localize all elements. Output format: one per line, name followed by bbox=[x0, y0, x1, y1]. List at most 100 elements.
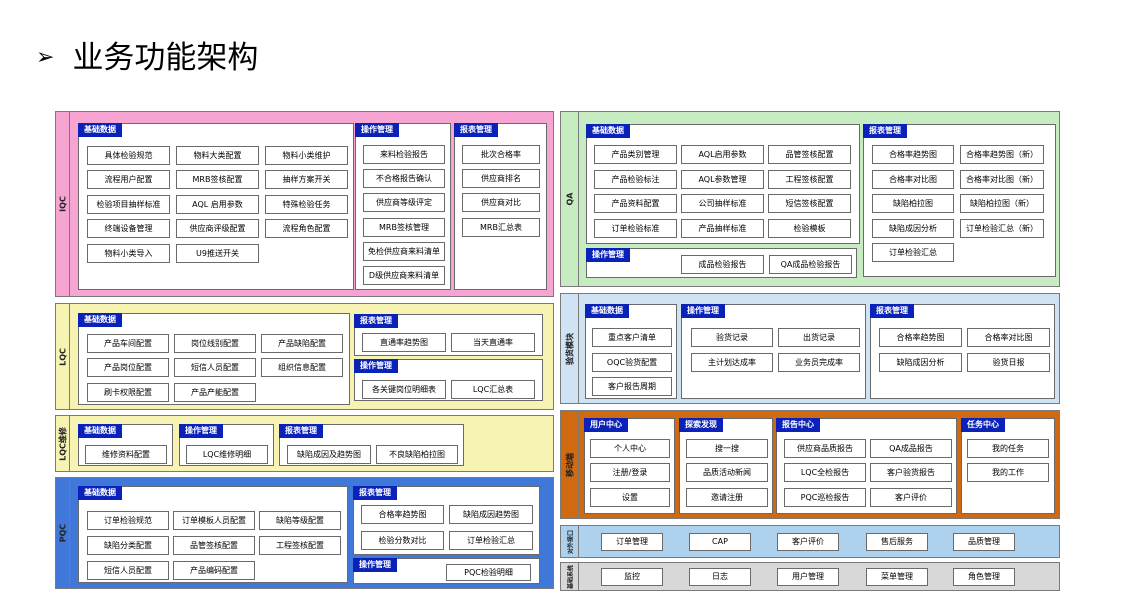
item[interactable]: 抽样方案开关 bbox=[265, 170, 348, 189]
item[interactable]: 售后服务 bbox=[866, 533, 928, 551]
item[interactable]: PQC巡检报告 bbox=[784, 488, 866, 507]
item[interactable]: 设置 bbox=[590, 488, 670, 507]
item[interactable]: 岗位线别配置 bbox=[174, 334, 256, 353]
item[interactable]: 验货日报 bbox=[967, 353, 1050, 372]
item[interactable]: 流程角色配置 bbox=[265, 219, 348, 238]
item[interactable]: OQC验货配置 bbox=[592, 353, 672, 372]
item[interactable]: 邀请注册 bbox=[686, 488, 768, 507]
item[interactable]: 合格率趋势图 bbox=[872, 145, 954, 164]
item[interactable]: 直通率趋势图 bbox=[362, 333, 446, 352]
item[interactable]: 具体检验规范 bbox=[87, 146, 170, 165]
item[interactable]: 订单检验汇总 bbox=[872, 243, 954, 262]
item[interactable]: 缺陷成因及趋势图 bbox=[287, 445, 371, 464]
item[interactable]: 合格率趋势图（新） bbox=[960, 145, 1044, 164]
item[interactable]: 订单检验规范 bbox=[87, 511, 169, 530]
item[interactable]: 订单检验标准 bbox=[594, 219, 677, 238]
item[interactable]: 个人中心 bbox=[590, 439, 670, 458]
item[interactable]: AQL 启用参数 bbox=[176, 195, 259, 214]
item[interactable]: 维修资料配置 bbox=[85, 445, 167, 464]
item[interactable]: 各关键岗位明细表 bbox=[362, 380, 446, 399]
item[interactable]: 合格率对比图（新） bbox=[960, 170, 1044, 189]
item[interactable]: 刷卡权限配置 bbox=[87, 383, 169, 402]
item[interactable]: 短信人员配置 bbox=[174, 358, 256, 377]
item[interactable]: 检验分数对比 bbox=[361, 531, 444, 550]
item[interactable]: MRB汇总表 bbox=[462, 218, 540, 237]
item[interactable]: AQL参数管理 bbox=[681, 170, 764, 189]
item[interactable]: 组织信息配置 bbox=[261, 358, 343, 377]
item[interactable]: 批次合格率 bbox=[462, 145, 540, 164]
item[interactable]: 缺陷成因分析 bbox=[872, 219, 954, 238]
item[interactable]: LQC全检报告 bbox=[784, 463, 866, 482]
item[interactable]: 供应商对比 bbox=[462, 193, 540, 212]
item[interactable]: 业务员完成率 bbox=[778, 353, 860, 372]
item[interactable]: 注册/登录 bbox=[590, 463, 670, 482]
item[interactable]: 物料小类导入 bbox=[87, 244, 170, 263]
item[interactable]: LQC汇总表 bbox=[451, 380, 535, 399]
item[interactable]: 检验项目抽样标准 bbox=[87, 195, 170, 214]
item[interactable]: 物料大类配置 bbox=[176, 146, 259, 165]
item[interactable]: 品管签核配置 bbox=[768, 145, 851, 164]
item[interactable]: 品质活动新闻 bbox=[686, 463, 768, 482]
item[interactable]: 不良缺陷柏拉图 bbox=[376, 445, 458, 464]
item[interactable]: 产品类别管理 bbox=[594, 145, 677, 164]
item[interactable]: 合格率趋势图 bbox=[361, 505, 444, 524]
item[interactable]: 成品检验报告 bbox=[681, 255, 764, 274]
item[interactable]: AQL启用参数 bbox=[681, 145, 764, 164]
item[interactable]: PQC检验明细 bbox=[446, 564, 531, 581]
item[interactable]: 流程用户配置 bbox=[87, 170, 170, 189]
item[interactable]: 我的工作 bbox=[967, 463, 1049, 482]
item[interactable]: 供应商排名 bbox=[462, 169, 540, 188]
item[interactable]: QA成品检验报告 bbox=[769, 255, 852, 274]
item[interactable]: 验货记录 bbox=[691, 328, 773, 347]
item[interactable]: 客户评价 bbox=[870, 488, 952, 507]
item[interactable]: 缺陷柏拉图（新） bbox=[960, 194, 1044, 213]
item[interactable]: 缺陷分类配置 bbox=[87, 536, 169, 555]
item[interactable]: 产品车间配置 bbox=[87, 334, 169, 353]
item[interactable]: 免检供应商来料清单 bbox=[363, 242, 445, 261]
item[interactable]: 重点客户清单 bbox=[592, 328, 672, 347]
item[interactable]: 产品抽样标准 bbox=[681, 219, 764, 238]
item[interactable]: 合格率趋势图 bbox=[879, 328, 962, 347]
item[interactable]: 缺陷成因分析 bbox=[879, 353, 962, 372]
item[interactable]: 工程签核配置 bbox=[259, 536, 341, 555]
item[interactable]: 合格率对比图 bbox=[872, 170, 954, 189]
item[interactable]: 订单管理 bbox=[601, 533, 663, 551]
item[interactable]: QA成品报告 bbox=[870, 439, 952, 458]
item[interactable]: 当天直通率 bbox=[451, 333, 535, 352]
item[interactable]: 合格率对比图 bbox=[967, 328, 1050, 347]
item[interactable]: CAP bbox=[689, 533, 751, 551]
item[interactable]: 特殊检验任务 bbox=[265, 195, 348, 214]
item[interactable]: 不合格报告确认 bbox=[363, 169, 445, 188]
item[interactable]: 短信人员配置 bbox=[87, 561, 169, 580]
item[interactable]: 客户验货报告 bbox=[870, 463, 952, 482]
item[interactable]: 检验模板 bbox=[768, 219, 851, 238]
item[interactable]: 客户评价 bbox=[777, 533, 839, 551]
item[interactable]: 产品资料配置 bbox=[594, 194, 677, 213]
item[interactable]: 菜单管理 bbox=[866, 568, 928, 586]
item[interactable]: 缺陷等级配置 bbox=[259, 511, 341, 530]
item[interactable]: 产品编码配置 bbox=[173, 561, 255, 580]
item[interactable]: D级供应商来料清单 bbox=[363, 266, 445, 285]
item[interactable]: 客户报告周期 bbox=[592, 377, 672, 396]
item[interactable]: 出货记录 bbox=[778, 328, 860, 347]
item[interactable]: 短信签核配置 bbox=[768, 194, 851, 213]
item[interactable]: 公司抽样标准 bbox=[681, 194, 764, 213]
item[interactable]: MRB签核管理 bbox=[363, 218, 445, 237]
item[interactable]: 终端设备管理 bbox=[87, 219, 170, 238]
item[interactable]: 产品检验标注 bbox=[594, 170, 677, 189]
item[interactable]: 监控 bbox=[601, 568, 663, 586]
item[interactable]: MRB签核配置 bbox=[176, 170, 259, 189]
item[interactable]: LQC维修明细 bbox=[186, 445, 268, 464]
item[interactable]: 物料小类维护 bbox=[265, 146, 348, 165]
item[interactable]: 搜一搜 bbox=[686, 439, 768, 458]
item[interactable]: 我的任务 bbox=[967, 439, 1049, 458]
item[interactable]: 角色管理 bbox=[953, 568, 1015, 586]
item[interactable]: 主计划达成率 bbox=[691, 353, 773, 372]
item[interactable]: 品管签核配置 bbox=[173, 536, 255, 555]
item[interactable]: U9推送开关 bbox=[176, 244, 259, 263]
item[interactable]: 品质管理 bbox=[953, 533, 1015, 551]
item[interactable]: 供应商等级评定 bbox=[363, 193, 445, 212]
item[interactable]: 缺陷成因趋势图 bbox=[449, 505, 533, 524]
item[interactable]: 来料检验报告 bbox=[363, 145, 445, 164]
item[interactable]: 订单模板人员配置 bbox=[173, 511, 255, 530]
